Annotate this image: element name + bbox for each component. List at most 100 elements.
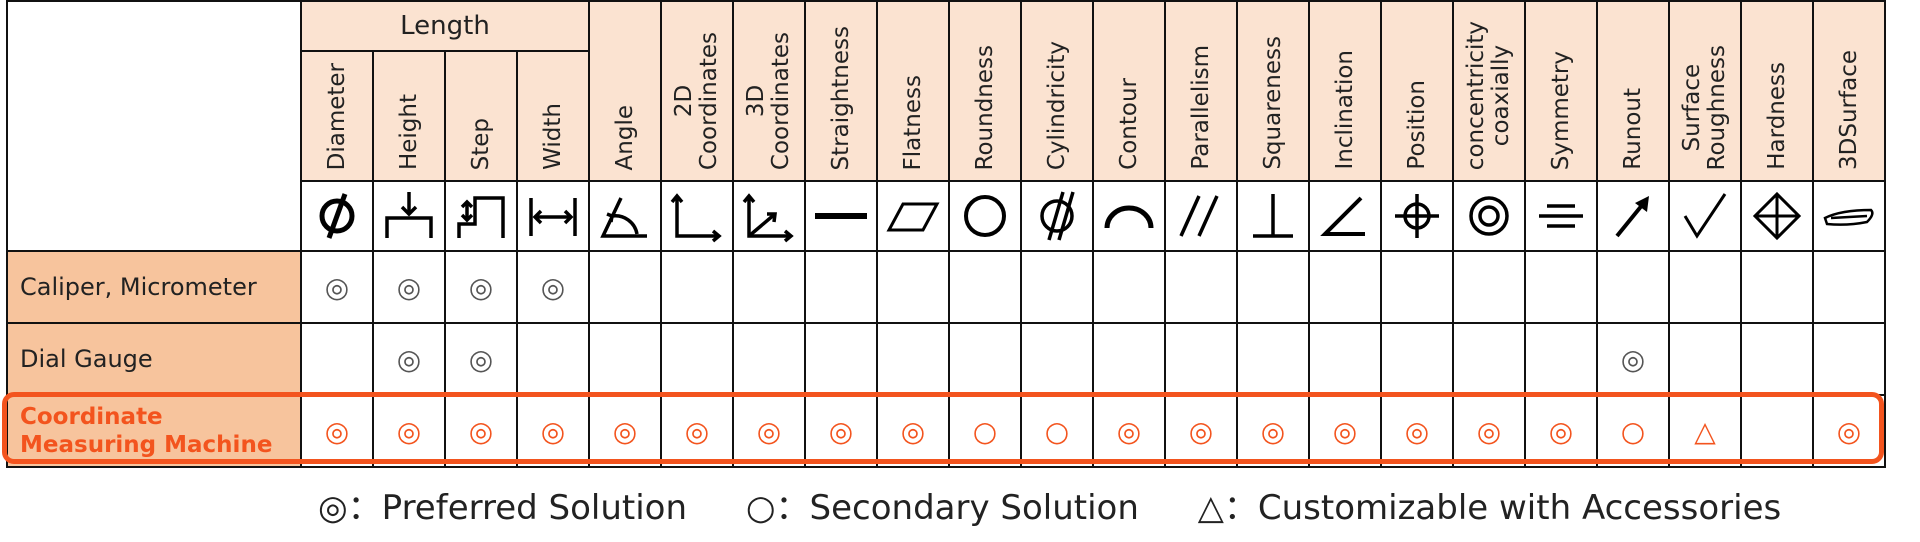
rating-cell xyxy=(876,250,950,324)
rating-cell: ◎ xyxy=(1380,394,1454,468)
rating-cell: ◎ xyxy=(1092,394,1166,468)
col-header: Diameter xyxy=(300,50,374,182)
rating-cell: ◎ xyxy=(1452,394,1526,468)
surface-roughness-icon xyxy=(1668,180,1742,252)
rating-cell xyxy=(1020,250,1094,324)
col-header: Parallelism xyxy=(1164,0,1238,182)
col-header: Position xyxy=(1380,0,1454,182)
rating-cell xyxy=(876,322,950,396)
rating-cell: ◎ xyxy=(660,394,734,468)
rating-cell: △ xyxy=(1668,394,1742,468)
table-row: Dial Gauge◎◎◎ xyxy=(6,322,1886,396)
col-header: Squareness xyxy=(1236,0,1310,182)
rating-cell xyxy=(1236,250,1310,324)
rating-cell xyxy=(1092,250,1166,324)
rating-cell: ◎ xyxy=(300,394,374,468)
step-icon xyxy=(444,180,518,252)
rating-cell xyxy=(1164,322,1238,396)
rating-cell: ◎ xyxy=(1308,394,1382,468)
rating-cell: ◎ xyxy=(372,250,446,324)
col-header: Symmetry xyxy=(1524,0,1598,182)
rating-cell xyxy=(660,322,734,396)
rating-cell xyxy=(1020,322,1094,396)
rating-cell xyxy=(1668,322,1742,396)
table-row: Coordinate Measuring Machine◎◎◎◎◎◎◎◎◎○○◎… xyxy=(6,394,1886,468)
rating-cell: ◎ xyxy=(1164,394,1238,468)
legend: ◎：Preferred Solution ○：Secondary Solutio… xyxy=(318,480,1829,529)
rating-cell: ○ xyxy=(1020,394,1094,468)
col-header: Surface Roughness xyxy=(1668,0,1742,182)
3d-coordinates-icon xyxy=(732,180,806,252)
row-label: Caliper, Micrometer xyxy=(6,250,302,324)
rating-cell: ◎ xyxy=(372,322,446,396)
rating-cell: ◎ xyxy=(1236,394,1310,468)
rating-cell xyxy=(588,322,662,396)
rating-cell: ◎ xyxy=(1812,394,1886,468)
rating-cell xyxy=(516,322,590,396)
rating-cell xyxy=(1524,322,1598,396)
height-icon xyxy=(372,180,446,252)
rating-cell xyxy=(1740,322,1814,396)
inclination-icon xyxy=(1308,180,1382,252)
rating-cell: ◎ xyxy=(588,394,662,468)
rating-cell xyxy=(732,322,806,396)
rating-cell: ◎ xyxy=(444,322,518,396)
rating-cell: ◎ xyxy=(372,394,446,468)
roundness-icon xyxy=(948,180,1022,252)
group-header-length: Length xyxy=(300,0,590,52)
col-header: Step xyxy=(444,50,518,182)
symmetry-icon xyxy=(1524,180,1598,252)
col-header: Height xyxy=(372,50,446,182)
col-header: 3D Coordinates xyxy=(732,0,806,182)
col-header: Hardness xyxy=(1740,0,1814,182)
col-header: Width xyxy=(516,50,590,182)
col-header: Angle xyxy=(588,0,662,182)
col-header: Runout xyxy=(1596,0,1670,182)
comparison-table: Length Angle 2D Coordinates 3D Coordinat… xyxy=(6,0,1886,468)
col-header: Flatness xyxy=(876,0,950,182)
diameter-icon xyxy=(300,180,374,252)
col-header: Roundness xyxy=(948,0,1022,182)
rating-cell xyxy=(1452,250,1526,324)
legend-preferred: ◎：Preferred Solution xyxy=(318,488,688,528)
rating-cell xyxy=(1308,250,1382,324)
3dsurface-icon xyxy=(1812,180,1886,252)
rating-cell xyxy=(1524,250,1598,324)
flatness-icon xyxy=(876,180,950,252)
rating-cell xyxy=(948,322,1022,396)
rating-cell: ◎ xyxy=(444,394,518,468)
rating-cell xyxy=(804,250,878,324)
rating-cell: ◎ xyxy=(804,394,878,468)
col-header: Cylindricity xyxy=(1020,0,1094,182)
contour-icon xyxy=(1092,180,1166,252)
concentricity-icon xyxy=(1452,180,1526,252)
rating-cell: ◎ xyxy=(444,250,518,324)
rating-cell xyxy=(1164,250,1238,324)
runout-icon xyxy=(1596,180,1670,252)
cylindricity-icon xyxy=(1020,180,1094,252)
rating-cell xyxy=(1092,322,1166,396)
rating-cell: ◎ xyxy=(300,250,374,324)
col-header: Inclination xyxy=(1308,0,1382,182)
rating-cell xyxy=(1812,322,1886,396)
table-row: Caliper, Micrometer◎◎◎◎ xyxy=(6,250,1886,324)
angle-icon xyxy=(588,180,662,252)
rating-cell: ◎ xyxy=(516,250,590,324)
rating-cell xyxy=(1380,250,1454,324)
squareness-icon xyxy=(1236,180,1310,252)
rating-cell xyxy=(588,250,662,324)
rating-cell: ◎ xyxy=(1524,394,1598,468)
position-icon xyxy=(1380,180,1454,252)
col-header: Straightness xyxy=(804,0,878,182)
rating-cell xyxy=(1236,322,1310,396)
col-header: 2D Coordinates xyxy=(660,0,734,182)
row-label: Coordinate Measuring Machine xyxy=(6,394,302,468)
rating-cell xyxy=(1308,322,1382,396)
rating-cell xyxy=(1452,322,1526,396)
rating-cell xyxy=(1668,250,1742,324)
rating-cell: ◎ xyxy=(516,394,590,468)
rating-cell xyxy=(804,322,878,396)
legend-customizable: △：Customizable with Accessories xyxy=(1197,488,1782,528)
rating-cell: ◎ xyxy=(1596,322,1670,396)
straightness-icon xyxy=(804,180,878,252)
